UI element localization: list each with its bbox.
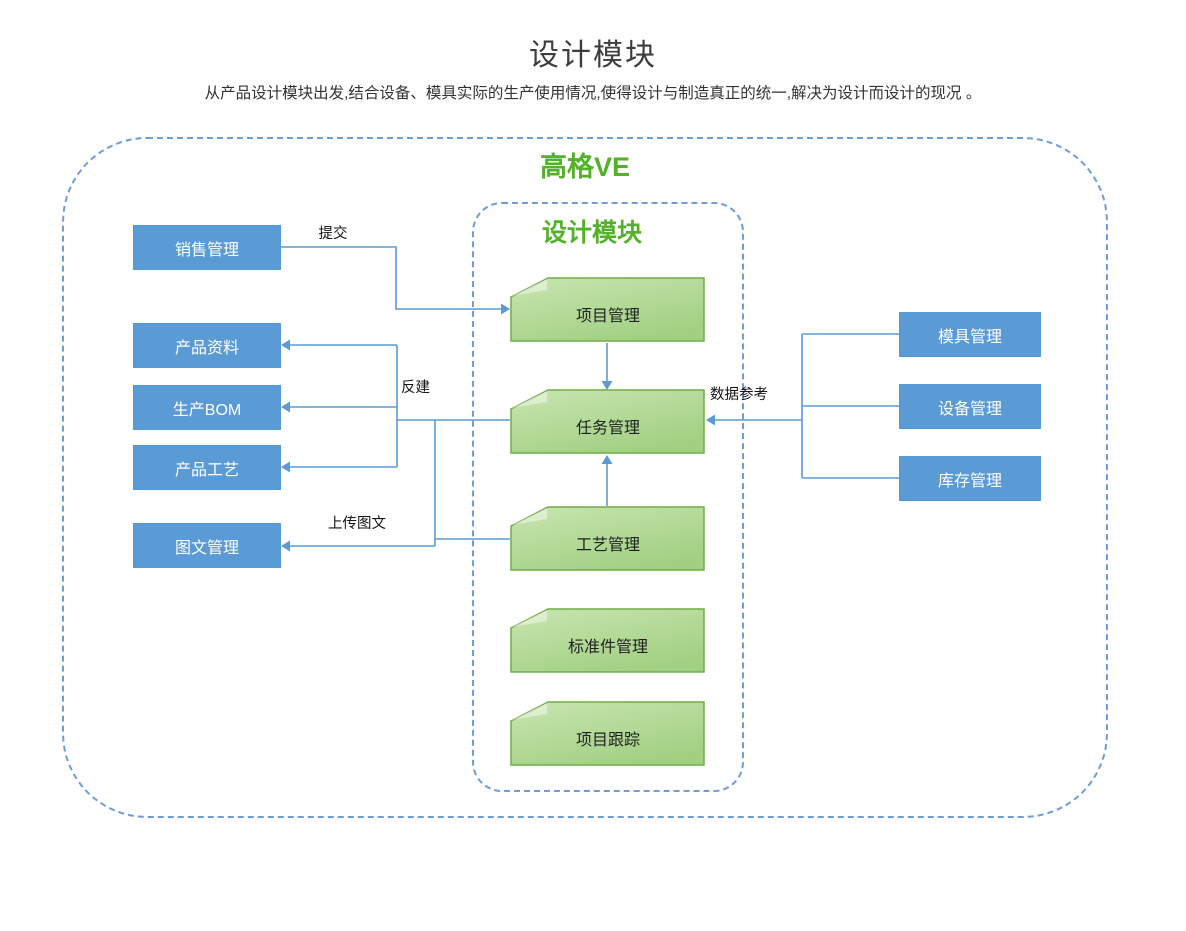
module-shape-project-management: 项目管理 <box>510 277 706 343</box>
group-gaoge-ve-label: 高格VE <box>539 152 631 182</box>
edge-label-data-reference: 数据参考 <box>710 387 768 403</box>
module-label: 模具管理 <box>937 328 1002 346</box>
edge-project-task-arrowhead <box>601 381 613 390</box>
module-box-mold-management: 模具管理 <box>899 312 1041 357</box>
module-label: 生产BOM <box>172 401 242 419</box>
edge-upload-arrowhead <box>281 540 290 552</box>
module-shape-task-management: 任务管理 <box>510 389 706 455</box>
module-box-production-bom: 生产BOM <box>133 385 281 430</box>
module-label: 任务管理 <box>575 420 640 437</box>
edge-process-task-arrowhead <box>601 455 613 464</box>
edge-label-upload: 上传图文 <box>328 516 386 532</box>
group-gaoge-ve <box>62 137 1108 818</box>
edge-label-rebuild: 反建 <box>401 380 430 396</box>
module-label: 项目跟踪 <box>575 732 640 749</box>
edge-reference-arrowhead <box>706 414 715 426</box>
group-design-module <box>472 202 744 792</box>
module-label: 工艺管理 <box>575 537 640 554</box>
module-label: 项目管理 <box>575 308 640 325</box>
page-subtitle: 从产品设计模块出发,结合设备、模具实际的生产使用情况,使得设计与制造真正的统一,… <box>204 85 982 102</box>
group-design-module-label: 设计模块 <box>541 219 642 247</box>
module-box-product-data: 产品资料 <box>133 323 281 368</box>
module-label: 标准件管理 <box>567 639 648 656</box>
module-box-inventory-management: 库存管理 <box>899 456 1041 501</box>
module-box-sales-management: 销售管理 <box>133 225 281 270</box>
module-box-equipment-management: 设备管理 <box>899 384 1041 429</box>
module-shape-project-tracking: 项目跟踪 <box>510 701 706 767</box>
edge-submit-line <box>281 246 501 310</box>
module-shape-standard-parts-management: 标准件管理 <box>510 608 706 674</box>
module-box-graphic-management: 图文管理 <box>133 523 281 568</box>
module-label: 设备管理 <box>937 400 1002 418</box>
edge-label-submit: 提交 <box>318 226 348 242</box>
module-label: 产品资料 <box>174 339 239 357</box>
module-label: 库存管理 <box>937 472 1002 490</box>
module-shape-process-management: 工艺管理 <box>510 506 706 572</box>
module-label: 产品工艺 <box>174 461 239 479</box>
page-title: 设计模块 <box>529 39 657 72</box>
module-label: 图文管理 <box>174 539 239 557</box>
module-label: 销售管理 <box>174 241 239 259</box>
module-box-product-process: 产品工艺 <box>133 445 281 490</box>
edge-submit-arrowhead <box>501 303 510 315</box>
